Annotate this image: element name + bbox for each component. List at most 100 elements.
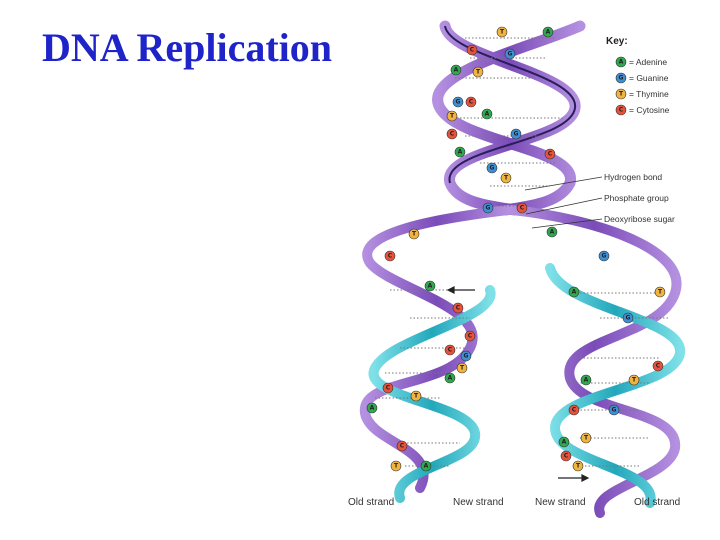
svg-text:C: C — [656, 363, 661, 370]
base-guanine: G — [510, 128, 522, 140]
key-adenine-label: = Adenine — [629, 57, 667, 67]
base-adenine: A — [542, 26, 554, 38]
base-adenine: A — [481, 108, 493, 120]
svg-text:G: G — [602, 253, 607, 260]
svg-text:T: T — [576, 463, 581, 470]
base-thymine: T — [408, 228, 420, 240]
base-guanine: G — [460, 350, 472, 362]
base-adenine: A — [454, 146, 466, 158]
base-cytosine: C — [396, 440, 408, 452]
svg-text:T: T — [394, 463, 399, 470]
base-cytosine: C — [446, 128, 458, 140]
base-guanine: G — [486, 162, 498, 174]
old-strand-right — [507, 205, 682, 518]
svg-text:G: G — [626, 315, 631, 322]
base-cytosine: C — [452, 302, 464, 314]
svg-text:G: G — [486, 205, 491, 212]
svg-text:A: A — [572, 289, 577, 296]
base-cytosine: C — [464, 330, 476, 342]
base-adenine: A — [546, 226, 558, 238]
svg-text:C: C — [468, 333, 473, 340]
svg-text:T: T — [450, 113, 455, 120]
base-guanine: G — [452, 96, 464, 108]
base-cytosine: C — [652, 360, 664, 372]
base-cytosine: C — [568, 404, 580, 416]
svg-text:T: T — [412, 231, 417, 238]
key-guanine-letter: G — [619, 75, 624, 82]
svg-text:C: C — [572, 407, 577, 414]
key-thymine-label: = Thymine — [629, 89, 669, 99]
svg-text:T: T — [500, 29, 505, 36]
svg-text:T: T — [584, 435, 589, 442]
new-strand-right-label: New strand — [535, 497, 586, 508]
key-cytosine-label: = Cytosine — [629, 105, 670, 115]
svg-text:A: A — [485, 111, 490, 118]
svg-text:C: C — [386, 385, 391, 392]
dna-replication-diagram: T A C G A T G C T A C G A G C T G C T A … — [348, 20, 685, 518]
base-guanine: G — [482, 202, 494, 214]
svg-text:T: T — [504, 175, 509, 182]
new-strand-left-label: New strand — [453, 497, 504, 508]
base-cytosine: C — [444, 344, 456, 356]
svg-text:C: C — [520, 205, 525, 212]
base-cytosine: C — [384, 250, 396, 262]
base-thymine: T — [572, 460, 584, 472]
callout-leaders — [524, 176, 603, 229]
svg-text:T: T — [460, 365, 465, 372]
key-thymine-letter: T — [619, 91, 624, 98]
svg-text:A: A — [562, 439, 567, 446]
parent-helix — [432, 20, 586, 216]
svg-text:T: T — [476, 69, 481, 76]
base-adenine: A — [558, 436, 570, 448]
svg-text:A: A — [424, 463, 429, 470]
base-adenine: A — [568, 286, 580, 298]
base-cytosine: C — [466, 44, 478, 56]
base-adenine: A — [424, 280, 436, 292]
svg-text:T: T — [658, 289, 663, 296]
base-guanine: G — [598, 250, 610, 262]
svg-text:T: T — [632, 377, 637, 384]
svg-text:A: A — [428, 283, 433, 290]
base-thymine: T — [500, 172, 512, 184]
key-cytosine-letter: C — [619, 107, 624, 114]
deoxyribose-sugar-label: Deoxyribose sugar — [604, 214, 675, 224]
base-adenine: A — [450, 64, 462, 76]
phosphate-group-label: Phosphate group — [604, 193, 669, 203]
cytosine-swatch — [615, 104, 627, 116]
svg-text:A: A — [370, 405, 375, 412]
svg-text:G: G — [456, 99, 461, 106]
base-cytosine: C — [516, 202, 528, 214]
old-strand-left-label: Old strand — [348, 497, 394, 508]
thymine-swatch — [615, 88, 627, 100]
base-adenine: A — [444, 372, 456, 384]
key-item-cytosine: C = Cytosine — [615, 104, 670, 116]
parent-backbone-edge — [444, 25, 577, 184]
svg-text:C: C — [548, 151, 553, 158]
svg-text:A: A — [458, 149, 463, 156]
base-thymine: T — [628, 374, 640, 386]
svg-text:G: G — [464, 353, 469, 360]
base-thymine: T — [580, 432, 592, 444]
base-thymine: T — [410, 390, 422, 402]
key-item-guanine: G = Guanine — [615, 72, 669, 84]
svg-text:C: C — [469, 99, 474, 106]
base-thymine: T — [456, 362, 468, 374]
key-guanine-label: = Guanine — [629, 73, 669, 83]
svg-text:A: A — [584, 377, 589, 384]
base-thymine: T — [446, 110, 458, 122]
guanine-swatch — [615, 72, 627, 84]
base-adenine: A — [420, 460, 432, 472]
key-item-thymine: T = Thymine — [615, 88, 669, 100]
base-adenine: A — [366, 402, 378, 414]
svg-text:G: G — [612, 407, 617, 414]
svg-text:C: C — [470, 47, 475, 54]
svg-text:C: C — [450, 131, 455, 138]
svg-text:G: G — [514, 131, 519, 138]
svg-text:C: C — [564, 453, 569, 460]
old-strand-left — [359, 205, 513, 493]
svg-text:A: A — [454, 67, 459, 74]
base-cytosine: C — [382, 382, 394, 394]
adenine-swatch — [615, 56, 627, 68]
base-thymine: T — [496, 26, 508, 38]
base-thymine: T — [472, 66, 484, 78]
